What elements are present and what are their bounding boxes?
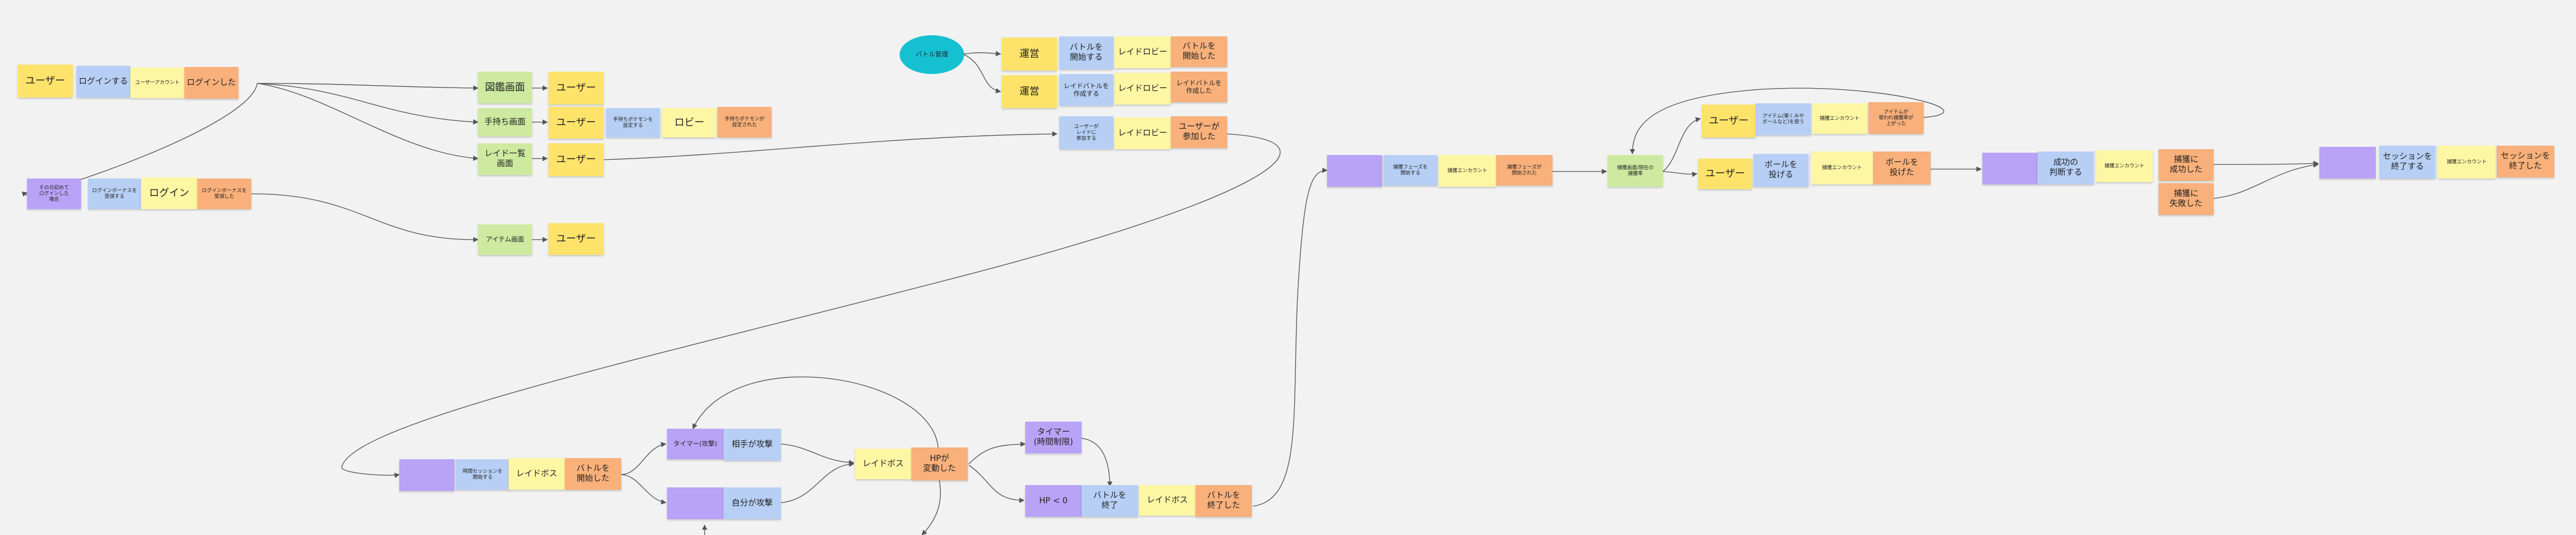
note-user-joined[interactable]: ユーザーが 参加した	[1171, 116, 1227, 148]
edge-ellipse-to-unei2	[962, 53, 1001, 94]
edge-hp-loop-down	[921, 475, 941, 535]
note-session-purple[interactable]	[2319, 147, 2376, 179]
note-ball-thrown[interactable]: ボールを 投げた	[1873, 152, 1931, 184]
note-raid-battle-created[interactable]: レイドバトルを 作成した	[1171, 72, 1227, 102]
note-tefuda-screen[interactable]: 手持ち画面	[478, 108, 532, 136]
edge-fail-to-session	[2213, 162, 2319, 199]
note-user-ball[interactable]: ユーザー	[1698, 159, 1752, 189]
note-user-zukan[interactable]: ユーザー	[548, 72, 604, 105]
note-capture-success[interactable]: 捕獲に 成功した	[2159, 149, 2214, 181]
note-item-screen[interactable]: アイテム画面	[478, 224, 532, 255]
note-user-account-1[interactable]: ユーザーアカウント	[130, 68, 184, 98]
note-raid-list-screen[interactable]: レイド一覧 画面	[478, 143, 532, 175]
edge-battlestarted-to-self	[621, 474, 666, 505]
note-session-end-do[interactable]: セッションを 終了する	[2379, 146, 2436, 179]
note-login-center[interactable]: ログイン	[141, 177, 197, 209]
note-capture-encount-2[interactable]: 捕獲エンカウント	[1812, 103, 1867, 134]
note-hp-changed[interactable]: HPが 変動した	[911, 447, 968, 480]
note-capture-phase-started[interactable]: 捕獲フェーズが 開始された	[1496, 155, 1553, 186]
edge-joined-bottom-to-capture	[1252, 167, 1328, 507]
note-raid-lobby-1[interactable]: レイドロビー	[1114, 36, 1171, 68]
note-session-ended[interactable]: セッションを 終了した	[2497, 146, 2554, 177]
note-item-used[interactable]: アイテムが 使われ捕獲率が 上がった	[1868, 102, 1924, 134]
note-user-1[interactable]: ユーザー	[18, 65, 73, 97]
note-battle-ended[interactable]: バトルを 終了した	[1196, 485, 1252, 517]
note-opponent-attack[interactable]: 相手が攻撃	[723, 429, 781, 460]
note-capture-rate[interactable]: 捕獲画面/現在の 捕獲率	[1608, 155, 1663, 187]
edge-timer-to-hpzero	[1080, 438, 1113, 487]
edge-opp-to-raidboss2	[780, 443, 854, 466]
edge-bonus-to-item	[251, 193, 479, 243]
edge-self-to-raidboss2	[780, 461, 854, 503]
note-unei-2[interactable]: 運営	[1002, 75, 1057, 108]
note-first-login-case[interactable]: その日初めて ログインした 場合	[27, 179, 81, 209]
note-lobby[interactable]: ロビー	[662, 108, 716, 137]
note-capture-fail[interactable]: 捕獲に 失敗した	[2159, 183, 2214, 215]
note-capture-purple[interactable]	[1327, 155, 1382, 187]
note-unei-1[interactable]: 運営	[1002, 38, 1057, 70]
note-capture-encount-5[interactable]: 捕獲エンカウント	[2438, 146, 2496, 179]
note-battle-started-bottom[interactable]: バトルを 開始した	[565, 458, 621, 490]
note-raid-battle-create[interactable]: レイドバトルを 作成する	[1059, 74, 1113, 106]
note-user-raid[interactable]: ユーザー	[548, 143, 604, 176]
note-login-done[interactable]: ログインした	[184, 67, 238, 99]
note-login-bonus-granted[interactable]: ログインボーナスを 受領した	[197, 179, 251, 209]
note-raid-lobby-3[interactable]: レイドロビー	[1114, 117, 1171, 149]
note-login-bonus-grant[interactable]: ログインボーナスを 受領する	[88, 179, 141, 209]
note-user-item-use[interactable]: ユーザー	[1702, 105, 1756, 137]
edge-raiduser-to-userjoin	[603, 131, 1058, 160]
note-success-purple[interactable]	[1982, 153, 2038, 184]
note-battle-end-do[interactable]: バトルを 終了	[1082, 485, 1138, 517]
node-battle-manage[interactable]: バトル管理	[900, 35, 964, 74]
note-success-judge[interactable]: 成功の 判断する	[2038, 152, 2094, 184]
note-battle-started-top[interactable]: バトルを 開始した	[1171, 36, 1227, 67]
edge-rate-to-itemuser	[1662, 117, 1701, 172]
note-capture-encount-3[interactable]: 捕獲エンカウント	[1811, 152, 1873, 184]
note-tefuda-set[interactable]: 手持ちポケモンを 設定する	[606, 108, 660, 137]
note-timer-attack[interactable]: タイマー(攻撃)	[667, 429, 723, 459]
note-zukan-screen[interactable]: 図鑑画面	[478, 72, 532, 103]
edge-hp-to-timer	[968, 441, 1026, 465]
edge-login-to-tefuda	[257, 83, 479, 125]
edge-login-to-zukan	[257, 83, 479, 91]
note-timer-limit[interactable]: タイマー (時間制限)	[1025, 422, 1082, 453]
edge-ellipse-to-unei1	[962, 51, 1001, 56]
note-capture-encount-1[interactable]: 捕獲エンカウント	[1439, 155, 1496, 187]
note-user-item[interactable]: ユーザー	[548, 223, 604, 255]
edge-success-to-session	[2213, 160, 2319, 166]
note-login-do[interactable]: ログインする	[76, 66, 130, 97]
note-self-purple[interactable]	[667, 487, 723, 519]
edge-battlestarted-to-opp	[621, 442, 666, 475]
note-timed-purple[interactable]	[399, 459, 454, 491]
note-user-join-do[interactable]: ユーザーが レイドに 参加する	[1059, 116, 1113, 149]
note-raid-boss-1[interactable]: レイドボス	[509, 458, 565, 490]
note-capture-encount-4[interactable]: 捕獲エンカウント	[2096, 150, 2153, 182]
note-self-attack[interactable]: 自分が攻撃	[723, 487, 781, 519]
edge-rate-to-balluser	[1662, 171, 1698, 177]
note-capture-phase-start[interactable]: 捕獲フェーズを 開始する	[1383, 155, 1437, 186]
note-timed-session-start[interactable]: 時間セッションを 開始する	[456, 459, 510, 490]
edge-joined-to-timed	[341, 133, 1281, 479]
note-battle-start-do[interactable]: バトルを 開始する	[1059, 36, 1113, 69]
note-hp-zero[interactable]: HP < 0	[1025, 485, 1082, 517]
note-ball-throw[interactable]: ボールを 投げる	[1753, 154, 1809, 187]
note-raid-boss-3[interactable]: レイドボス	[1139, 485, 1196, 516]
edge-hp-to-hpzero	[968, 465, 1025, 503]
note-raid-lobby-2[interactable]: レイドロビー	[1114, 73, 1171, 105]
note-raid-boss-2[interactable]: レイドボス	[855, 449, 911, 479]
edge-login-to-raidlist	[257, 83, 479, 161]
note-user-tefuda[interactable]: ユーザー	[548, 107, 604, 139]
note-item-use-do[interactable]: アイテム(果くみや ボールなど)を使う	[1756, 103, 1811, 135]
note-tefuda-set-done[interactable]: 手持ちポケモンが 設定された	[718, 107, 772, 137]
